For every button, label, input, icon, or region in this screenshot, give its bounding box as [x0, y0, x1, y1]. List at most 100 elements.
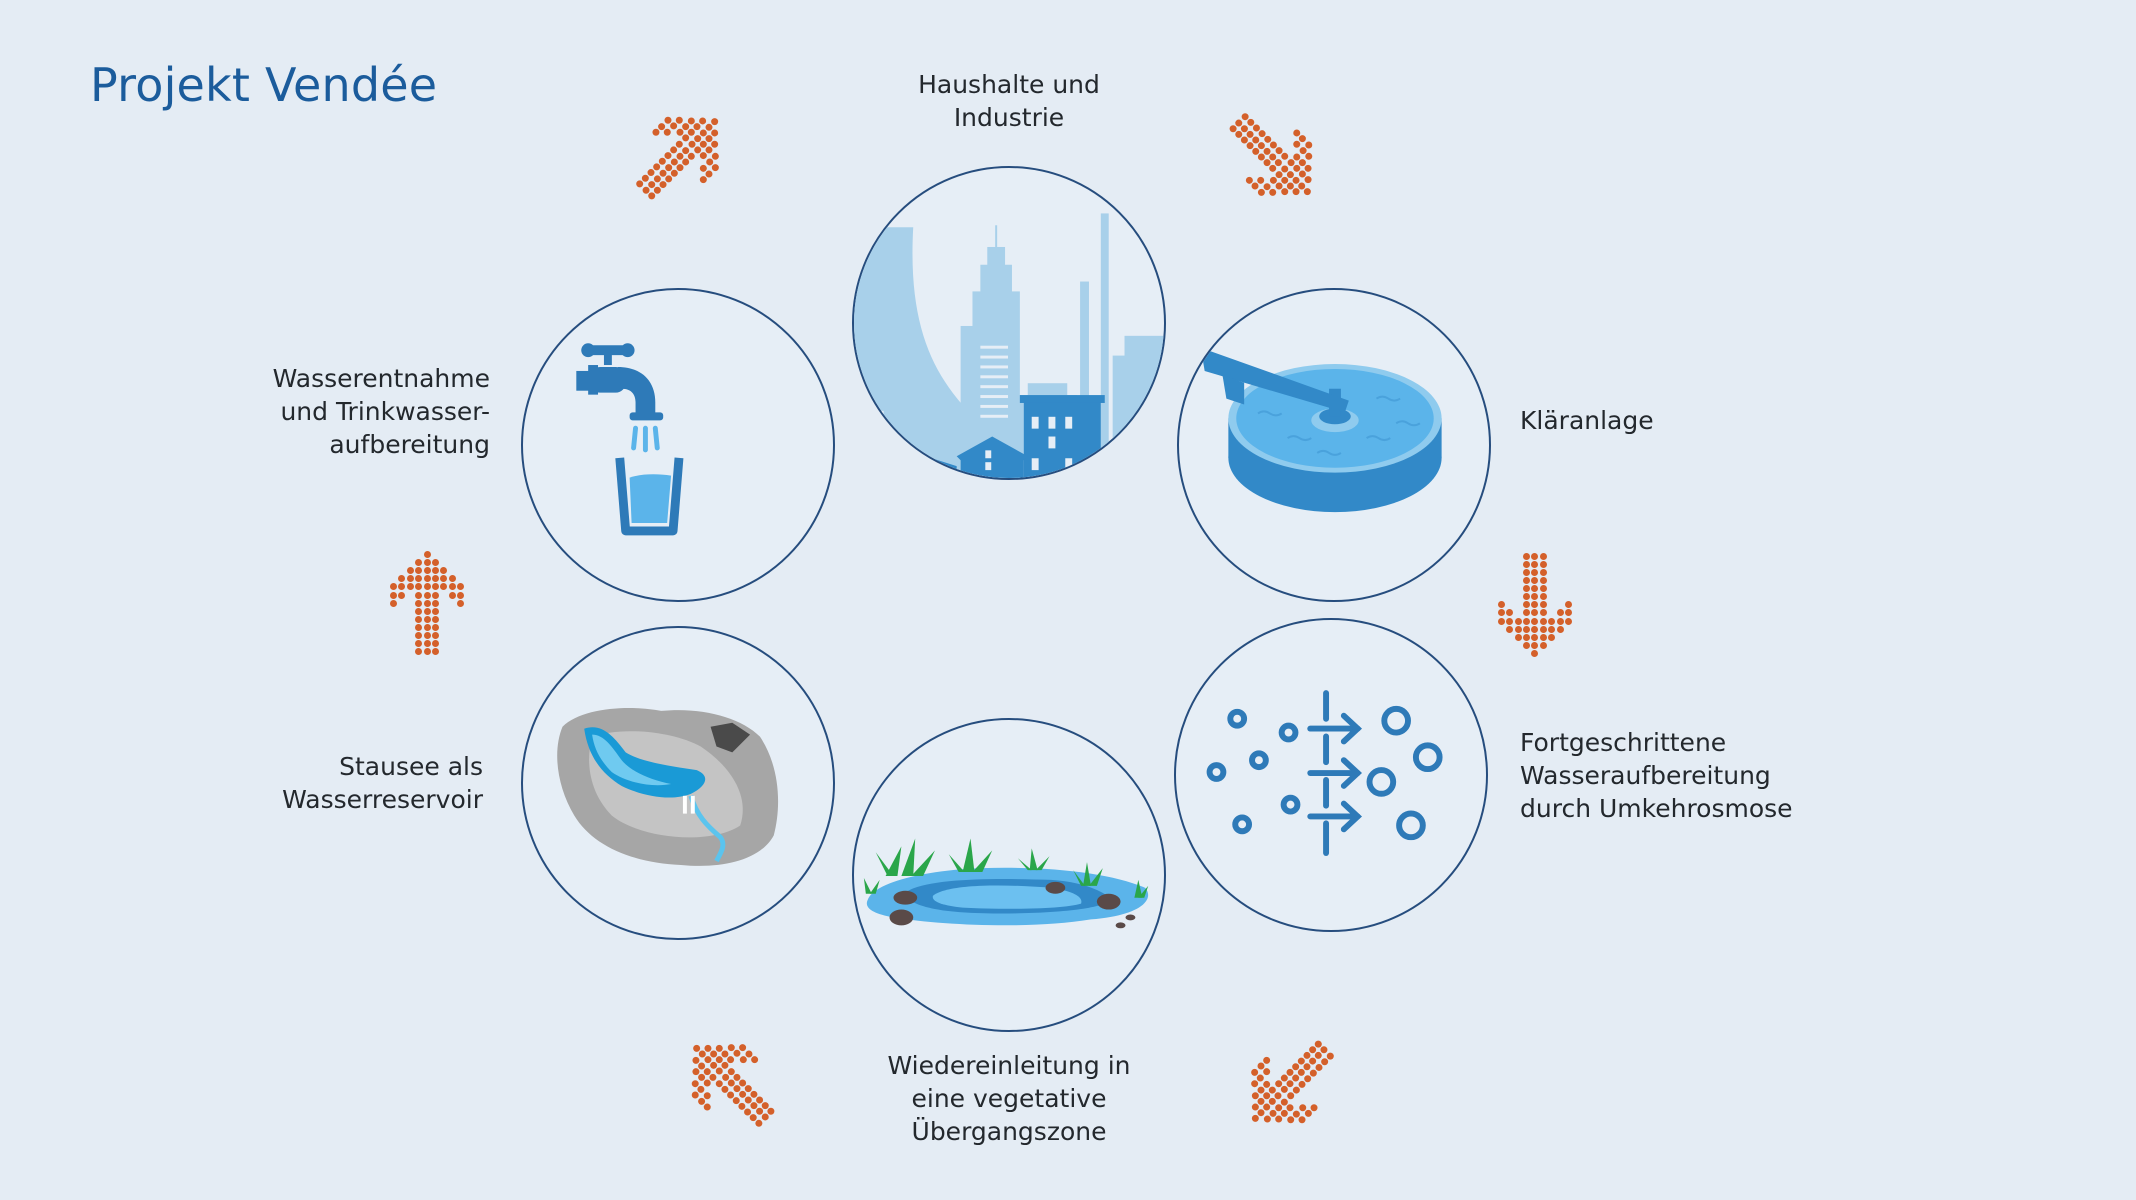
arrow-dot: [1548, 633, 1556, 641]
arrow-dot: [1523, 552, 1530, 560]
arrow-dot: [1539, 617, 1547, 625]
arrow-dot: [415, 648, 423, 656]
arrow-dot: [432, 567, 439, 575]
arrow-north-east-icon: [616, 93, 745, 222]
arrow-dot: [1514, 625, 1522, 633]
arrow-dot: [390, 591, 397, 599]
arrow-dot: [415, 615, 423, 623]
arrow-dot: [1506, 625, 1514, 633]
node-treatment-plant: [1177, 288, 1491, 602]
pond-icon: [863, 838, 1149, 929]
arrow-dot: [415, 567, 423, 575]
arrow-dot: [423, 599, 431, 607]
label-line: durch Umkehrosmose: [1520, 794, 1793, 823]
arrow-dot: [440, 583, 448, 591]
arrow-dot: [440, 575, 448, 583]
arrow-dot: [1565, 609, 1572, 617]
arrow-dot: [1497, 609, 1505, 617]
arrow-dot: [423, 575, 431, 583]
label-line: Wasserreservoir: [282, 785, 483, 814]
arrow-dot: [432, 648, 439, 656]
arrow-dot: [1523, 593, 1530, 601]
reservoir-icon: [557, 707, 779, 866]
label-line: eine vegetative: [911, 1084, 1107, 1113]
arrow-dot: [423, 623, 431, 631]
arrow-dot: [423, 559, 431, 567]
arrow-dot: [1539, 552, 1547, 560]
arrow-dot: [415, 623, 423, 631]
arrow-dot: [415, 607, 423, 615]
arrow-dot: [423, 640, 431, 648]
arrow-dot: [1531, 585, 1539, 593]
label-line: Wasseraufbereitung: [1520, 761, 1771, 790]
arrow-south-icon: [1496, 551, 1572, 657]
arrow-dot: [432, 607, 439, 615]
arrow-dot: [448, 575, 456, 583]
arrow-dot: [457, 591, 465, 599]
arrow-dot: [1539, 569, 1547, 576]
label-reservoir: Stausee als Wasserreservoir: [180, 750, 483, 816]
arrow-dot: [1531, 641, 1539, 649]
label-line: Wiedereinleitung in: [887, 1051, 1131, 1080]
arrow-dot: [1514, 633, 1522, 641]
arrow-dot: [415, 575, 423, 583]
arrow-dot: [1539, 641, 1547, 649]
arrow-south-west-icon: [1226, 1019, 1355, 1148]
arrow-dot: [1531, 625, 1539, 633]
page-title: Projekt Vendée: [90, 58, 438, 112]
arrow-dot: [415, 583, 423, 591]
arrow-dot: [432, 575, 439, 583]
arrow-dot: [423, 607, 431, 615]
arrow-dot: [1548, 625, 1556, 633]
arrow-dot: [1497, 617, 1505, 625]
arrow-dot: [432, 559, 439, 567]
arrow-dot: [406, 575, 414, 583]
node-vegetative-zone: [852, 718, 1166, 1032]
arrow-dot: [432, 640, 439, 648]
arrow-dot: [1523, 560, 1530, 568]
node-drinking-water: [521, 288, 835, 602]
arrow-south-east-icon: [1208, 93, 1337, 222]
arrow-dot: [1539, 625, 1547, 633]
label-line: Stausee als: [339, 752, 483, 781]
arrow-dot: [1539, 601, 1547, 609]
arrow-dot: [1523, 609, 1530, 617]
arrow-north-icon: [390, 551, 466, 657]
label-treatment-plant: Kläranlage: [1520, 404, 1654, 437]
arrow-dot: [415, 591, 423, 599]
label-households: Haushalte und Industrie: [859, 68, 1159, 134]
arrow-dot: [398, 575, 406, 583]
label-drinking-water: Wasserentnahme und Trinkwasser- aufberei…: [180, 362, 490, 461]
arrow-dot: [406, 583, 414, 591]
arrow-dot: [1539, 585, 1547, 593]
arrow-north-west-icon: [668, 1019, 797, 1148]
label-line: aufbereitung: [329, 430, 490, 459]
arrow-dot: [1531, 633, 1539, 641]
arrow-dot: [406, 567, 414, 575]
arrow-dot: [1539, 609, 1547, 617]
reverse-osmosis-icon: [1206, 690, 1443, 856]
arrow-dot: [1523, 641, 1530, 649]
arrow-dot: [1531, 650, 1539, 657]
node-households: [852, 166, 1166, 480]
arrow-dot: [1531, 601, 1539, 609]
arrow-dot: [457, 599, 465, 607]
arrow-dot: [1539, 593, 1547, 601]
label-line: Wasserentnahme: [272, 364, 490, 393]
arrow-dot: [1565, 601, 1572, 609]
arrow-dot: [432, 599, 439, 607]
arrow-dot: [423, 632, 431, 639]
arrow-dot: [423, 648, 431, 656]
arrow-dot: [1531, 577, 1539, 585]
arrow-dot: [1556, 617, 1564, 625]
label-reverse-osmosis: Fortgeschrittene Wasseraufbereitung durc…: [1520, 726, 1793, 825]
arrow-dot: [432, 583, 439, 591]
label-line: Fortgeschrittene: [1520, 728, 1727, 757]
arrow-dot: [1531, 593, 1539, 601]
arrow-dot: [1556, 609, 1564, 617]
arrow-dot: [1556, 625, 1564, 633]
arrow-dot: [432, 623, 439, 631]
arrow-dot: [1531, 609, 1539, 617]
arrow-dot: [423, 567, 431, 575]
arrow-dot: [415, 632, 423, 639]
